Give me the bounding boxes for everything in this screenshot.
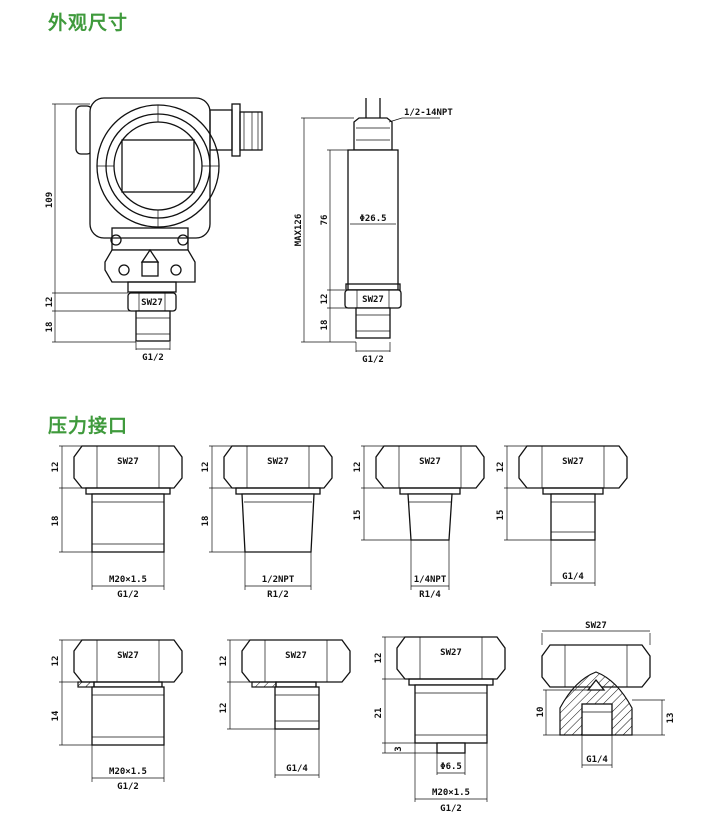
connection-1-dim-hex: 12	[51, 462, 61, 473]
connection-2-dim-thread: 18	[201, 516, 211, 527]
housing-dim-total: 109	[45, 192, 55, 208]
connection-7-hex: SW27	[440, 648, 462, 658]
connection-3-hex: SW27	[419, 457, 441, 467]
connection-5-drawing: SW27 12 14 M20×1.5 G1/2	[51, 639, 183, 792]
cylinder-dim-body: 76	[320, 215, 330, 226]
connection-3-drawing: SW27 12 15 1/4NPT R1/4	[353, 445, 485, 600]
connection-5-hex: SW27	[117, 651, 139, 661]
connection-7-dim-thread: 21	[374, 708, 384, 719]
connection-4-dim-hex: 12	[496, 462, 506, 473]
cylinder-thread-label: G1/2	[362, 355, 384, 365]
connection-4-hex: SW27	[562, 457, 584, 467]
connection-8-drawing: SW27 10 13 G1/4	[536, 621, 676, 768]
connection-6-dim-thread: 12	[219, 703, 229, 714]
dimensions-heading: 外观尺寸	[48, 12, 129, 34]
connection-1-hex: SW27	[117, 457, 139, 467]
connection-8-dim-hex: 10	[536, 707, 546, 718]
cylinder-transmitter-drawing: 1/2-14NPT MAX126 76 Φ26.5 12 18 SW27 G1/…	[294, 98, 453, 365]
cylinder-dim-hex: 12	[320, 294, 330, 305]
connection-2-drawing: SW27 12 18 1/2NPT R1/2	[201, 445, 333, 600]
connection-2-sub-label: R1/2	[267, 590, 289, 600]
connection-4-drawing: SW27 12 15 G1/4	[496, 445, 628, 586]
connection-1-dim-thread: 18	[51, 516, 61, 527]
cylinder-npt-label: 1/2-14NPT	[404, 108, 453, 118]
connection-5-dim-hex: 12	[51, 656, 61, 667]
cylinder-dim-max: MAX126	[294, 214, 304, 247]
connection-2-thread-label: 1/2NPT	[262, 575, 295, 585]
connection-7-thread-label: M20×1.5	[432, 788, 470, 798]
connection-7-dim-hex: 12	[374, 653, 384, 664]
housing-hex-label: SW27	[141, 298, 163, 308]
housing-dim-thread: 18	[45, 322, 55, 333]
connection-2-hex: SW27	[267, 457, 289, 467]
connection-6-hex: SW27	[285, 651, 307, 661]
housing-transmitter-drawing: 109 12 18 SW27 G1/2	[45, 97, 263, 363]
cylinder-hex-label: SW27	[362, 295, 384, 305]
cylinder-dim-thread: 18	[320, 320, 330, 331]
connection-4-thread-label: G1/4	[562, 572, 584, 582]
connection-8-hex: SW27	[585, 621, 607, 631]
connection-6-drawing: SW27 12 12 G1/4	[219, 639, 351, 778]
housing-dim-hex: 12	[45, 297, 55, 308]
connection-2-dim-hex: 12	[201, 462, 211, 473]
connection-3-sub-label: R1/4	[419, 590, 441, 600]
connection-1-thread-label: M20×1.5	[109, 575, 147, 585]
connection-5-thread-label: M20×1.5	[109, 767, 147, 777]
connection-3-dim-thread: 15	[353, 510, 363, 521]
connection-1-sub-label: G1/2	[117, 590, 139, 600]
connection-5-dim-thread: 14	[51, 710, 61, 721]
connection-6-thread-label: G1/4	[286, 764, 308, 774]
connection-8-thread-label: G1/4	[586, 755, 608, 765]
connection-3-thread-label: 1/4NPT	[414, 575, 447, 585]
connection-5-sub-label: G1/2	[117, 782, 139, 792]
connection-7-drawing: SW27 12 21 3 Φ6.5 M20×1.5 G1/2	[374, 636, 506, 814]
housing-thread-label: G1/2	[142, 353, 164, 363]
connection-7-dim-tip: 3	[394, 746, 404, 751]
connection-3-dim-hex: 12	[353, 462, 363, 473]
connection-7-tip-label: Φ6.5	[440, 762, 462, 772]
cylinder-diameter-label: Φ26.5	[359, 214, 386, 224]
connection-8-dim-depth: 13	[666, 713, 676, 724]
pressure-ports-heading: 压力接口	[48, 415, 129, 437]
connection-7-sub-label: G1/2	[440, 804, 462, 814]
connection-1-drawing: SW27 12 18 M20×1.5 G1/2	[51, 445, 183, 600]
connection-6-dim-hex: 12	[219, 656, 229, 667]
connection-4-dim-thread: 15	[496, 510, 506, 521]
